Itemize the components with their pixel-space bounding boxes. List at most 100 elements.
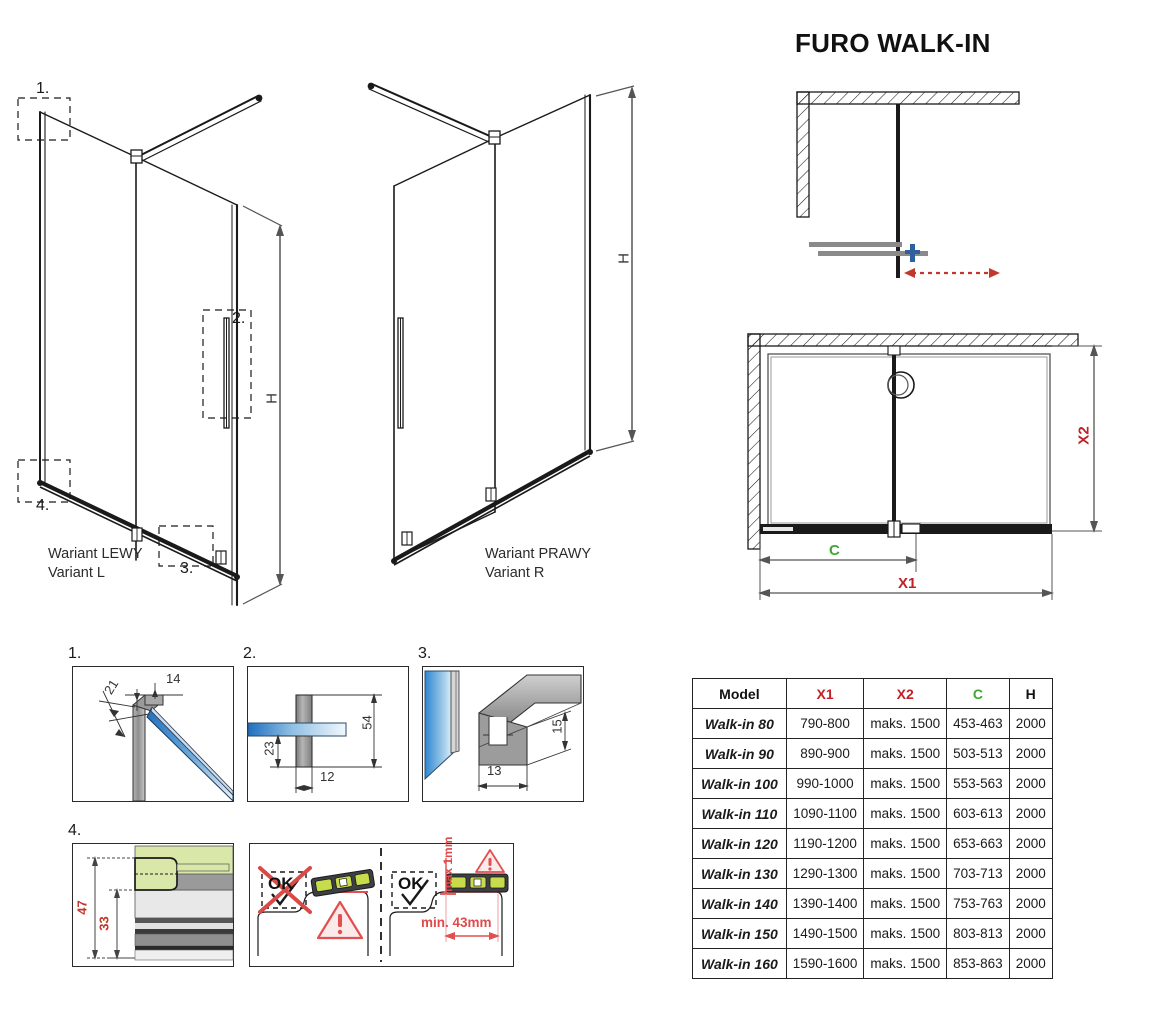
table-cell-c: 503-513 — [946, 738, 1010, 769]
min-width-label: min. 43mm — [421, 915, 492, 930]
table-cell-h: 2000 — [1008, 828, 1053, 859]
detail-2-dim-54: 54 — [359, 715, 375, 730]
variant-caption-right-en: Variant R — [485, 565, 545, 581]
dimension-label-h-right: H — [615, 253, 633, 264]
table-cell-model: Walk-in 150 — [692, 918, 787, 949]
detail-4-dim-33: 33 — [96, 916, 112, 931]
table-cell-model: Walk-in 110 — [692, 798, 787, 829]
table-cell-x2: maks. 1500 — [863, 918, 948, 949]
callout-box-1 — [17, 97, 71, 141]
table-cell-x2: maks. 1500 — [863, 888, 948, 919]
table-header-row: Model X1 X2 C H — [692, 678, 1053, 709]
detail-3-dim-13: 13 — [487, 763, 502, 778]
callout-label-2: 2. — [232, 310, 246, 327]
detail-2-dim-12: 12 — [320, 769, 335, 784]
table-cell-x1: 890-900 — [785, 738, 865, 769]
table-cell-x1: 790-800 — [785, 708, 865, 739]
table-cell-x2: maks. 1500 — [863, 798, 948, 829]
table-cell-c: 703-713 — [946, 858, 1010, 889]
dimension-label-h-left: H — [263, 393, 281, 404]
detail-label-4: 4. — [68, 822, 82, 839]
dimension-label-c: C — [829, 542, 840, 559]
table-cell-x1: 1590-1600 — [785, 948, 865, 979]
table-cell-x1: 1290-1300 — [785, 858, 865, 889]
table-header-x2: X2 — [863, 678, 948, 709]
detail-panel-2: 54 23 12 — [247, 666, 409, 802]
callout-box-3 — [158, 525, 214, 567]
table-cell-h: 2000 — [1008, 948, 1053, 979]
page-title: FURO WALK-IN — [795, 28, 991, 58]
table-cell-model: Walk-in 90 — [692, 738, 787, 769]
table-cell-x2: maks. 1500 — [863, 738, 948, 769]
table-cell-x1: 990-1000 — [785, 768, 865, 799]
detail-3-dim-15: 15 — [549, 719, 565, 734]
detail-2-dim-23: 23 — [261, 741, 277, 756]
table-cell-c: 853-863 — [946, 948, 1010, 979]
detail-label-3: 3. — [418, 645, 432, 662]
table-cell-x1: 1090-1100 — [785, 798, 865, 829]
table-cell-model: Walk-in 140 — [692, 888, 787, 919]
ok-label-correct: OK — [398, 874, 424, 893]
table-cell-c: 603-613 — [946, 798, 1010, 829]
callout-label-3: 3. — [180, 560, 194, 577]
plan-view-schematic: X2 C X1 — [722, 312, 1137, 612]
detail-4-dim-47: 47 — [74, 900, 90, 915]
ok-label-wrong: OK — [268, 874, 294, 893]
detail-1-dim-14: 14 — [166, 671, 181, 686]
callout-label-4: 4. — [36, 497, 50, 514]
table-cell-c: 803-813 — [946, 918, 1010, 949]
table-cell-h: 2000 — [1008, 768, 1053, 799]
table-cell-x1: 1490-1500 — [785, 918, 865, 949]
table-cell-model: Walk-in 100 — [692, 768, 787, 799]
table-cell-h: 2000 — [1008, 888, 1053, 919]
table-cell-c: 553-563 — [946, 768, 1010, 799]
detail-label-2: 2. — [243, 645, 257, 662]
table-cell-model: Walk-in 120 — [692, 828, 787, 859]
variant-caption-left-pl: Wariant LEWY — [48, 546, 143, 562]
callout-label-1: 1. — [36, 80, 50, 97]
table-cell-x2: maks. 1500 — [863, 768, 948, 799]
detail-panel-3: 13 15 — [422, 666, 584, 802]
table-cell-model: Walk-in 160 — [692, 948, 787, 979]
isometric-view-left: 1. 2. 3. 4. H Wariant LEWY Variant L — [0, 60, 340, 607]
table-cell-c: 753-763 — [946, 888, 1010, 919]
table-cell-h: 2000 — [1008, 918, 1053, 949]
table-cell-h: 2000 — [1008, 708, 1053, 739]
table-cell-x1: 1390-1400 — [785, 888, 865, 919]
detail-label-1: 1. — [68, 645, 82, 662]
max-tolerance-label: max 1mm — [441, 836, 455, 892]
table-cell-h: 2000 — [1008, 738, 1053, 769]
table-header-x1: X1 — [785, 678, 865, 709]
detail-panel-4: 47 33 — [72, 843, 234, 967]
table-cell-model: Walk-in 130 — [692, 858, 787, 889]
table-header-h: H — [1008, 678, 1053, 709]
table-cell-x2: maks. 1500 — [863, 708, 948, 739]
table-header-model: Model — [692, 678, 787, 709]
variant-caption-left-en: Variant L — [48, 565, 105, 581]
table-cell-x2: maks. 1500 — [863, 858, 948, 889]
table-header-c: C — [946, 678, 1010, 709]
table-cell-h: 2000 — [1008, 798, 1053, 829]
variant-caption-right-pl: Wariant PRAWY — [485, 546, 592, 562]
callout-box-2 — [202, 309, 252, 419]
isometric-view-right: H Wariant PRAWY Variant R — [350, 60, 670, 600]
elevation-schematic — [730, 70, 1130, 300]
dimension-label-x1: X1 — [898, 575, 917, 592]
leveling-instruction-panel: OK OK max 1mm min. 43mm — [249, 837, 514, 967]
table-cell-model: Walk-in 80 — [692, 708, 787, 739]
table-cell-x2: maks. 1500 — [863, 828, 948, 859]
detail-panel-1: 14 21 — [72, 666, 234, 803]
table-cell-c: 653-663 — [946, 828, 1010, 859]
table-cell-h: 2000 — [1008, 858, 1053, 889]
table-cell-x2: maks. 1500 — [863, 948, 948, 979]
